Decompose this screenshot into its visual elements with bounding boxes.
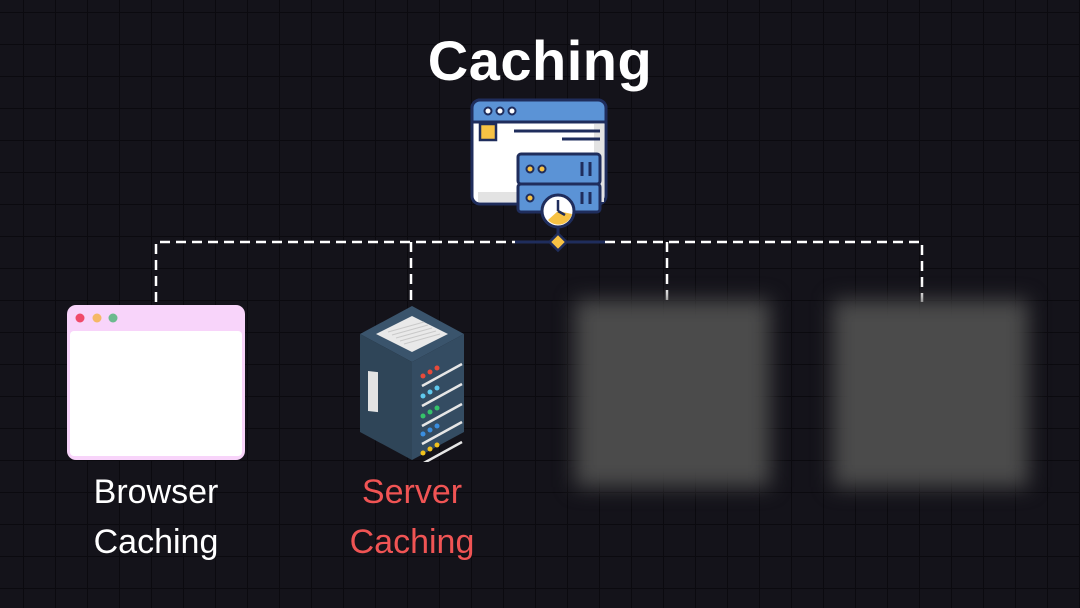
browser-label-line1: Browser (93, 473, 219, 511)
server-caching-label: Server Caching (302, 467, 522, 567)
web-server-cache-icon (470, 98, 608, 229)
root-diamond-icon (547, 231, 569, 253)
browser-window-icon (67, 305, 245, 460)
browser-caching-label: Browser Caching (46, 467, 266, 567)
browser-node (66, 304, 246, 461)
server-label-line2: Caching (349, 523, 475, 561)
led-row-red (420, 365, 440, 379)
browser-label-line2: Caching (93, 523, 219, 561)
server-label-line1: Server (361, 473, 463, 511)
page-title: Caching (427, 29, 653, 92)
server-node (358, 304, 466, 466)
blurred-node-3 (575, 300, 770, 487)
server-rack-icon (360, 306, 464, 466)
connector-browser (154, 240, 515, 302)
connector-right (605, 240, 924, 302)
blurred-node-4 (833, 300, 1028, 487)
